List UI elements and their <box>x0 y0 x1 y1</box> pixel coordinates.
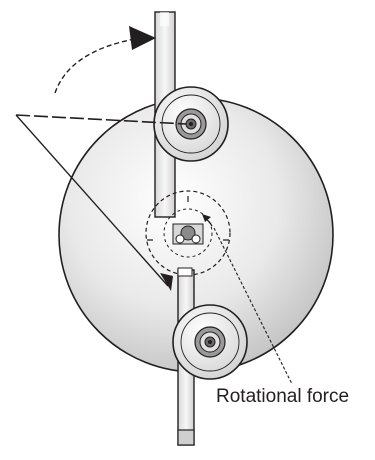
leader-line <box>213 227 293 385</box>
rotational-force-label: Rotational force <box>216 386 350 407</box>
lower-arm-tip <box>177 429 195 446</box>
central-hub <box>145 190 231 277</box>
angle-pointer-lines <box>15 114 187 291</box>
lower-roller <box>172 304 248 380</box>
rotation-arrow <box>54 26 156 94</box>
upper-roller <box>153 86 229 162</box>
